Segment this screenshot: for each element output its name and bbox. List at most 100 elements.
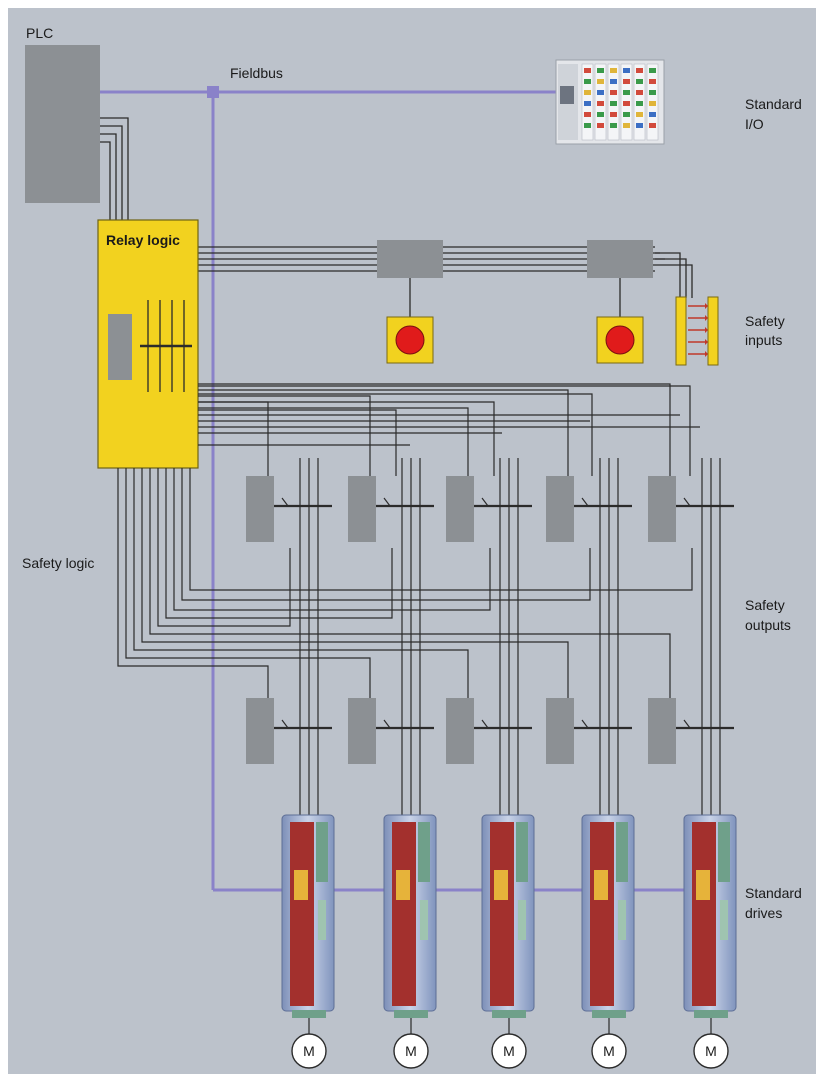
drive-connector bbox=[318, 900, 326, 940]
standard-io-label-line2: I/O bbox=[745, 116, 764, 132]
motor-icon: M bbox=[394, 1034, 428, 1068]
plc-label: PLC bbox=[26, 25, 53, 41]
drive-connector bbox=[420, 900, 428, 940]
standard-io-label-line1: Standard bbox=[745, 96, 802, 112]
safety-input-relay-1 bbox=[377, 240, 443, 278]
io-terminal-led bbox=[623, 123, 630, 128]
contactor-coil bbox=[348, 476, 376, 542]
io-terminal-led bbox=[649, 68, 656, 73]
drive-unit bbox=[582, 815, 634, 1034]
relay-logic-coil bbox=[108, 314, 132, 380]
drive-connector bbox=[720, 900, 728, 940]
drive-terminal-strip bbox=[516, 822, 528, 882]
drive-unit bbox=[282, 815, 334, 1034]
drive-unit bbox=[684, 815, 736, 1034]
io-terminal-led bbox=[649, 123, 656, 128]
drive-connector bbox=[518, 900, 526, 940]
drive-terminal-strip bbox=[316, 822, 328, 882]
io-terminal-led bbox=[610, 123, 617, 128]
io-terminal-led bbox=[636, 112, 643, 117]
io-terminal-led bbox=[584, 101, 591, 106]
drive-front-panel bbox=[290, 822, 314, 1006]
io-terminal-led bbox=[623, 112, 630, 117]
drive-terminal-strip bbox=[616, 822, 628, 882]
drive-unit bbox=[482, 815, 534, 1034]
motor-icon: M bbox=[292, 1034, 326, 1068]
io-terminal-led bbox=[636, 90, 643, 95]
safety-inputs-label-line2: inputs bbox=[745, 332, 782, 348]
io-terminal-led bbox=[636, 101, 643, 106]
contactor-coil bbox=[546, 476, 574, 542]
io-terminal-led bbox=[597, 79, 604, 84]
drive-output-terminal bbox=[394, 1010, 428, 1018]
safety-inputs-label-line1: Safety bbox=[745, 313, 785, 329]
io-terminal-led bbox=[623, 90, 630, 95]
io-terminal-led bbox=[623, 68, 630, 73]
drive-display bbox=[494, 870, 508, 900]
emergency-stop-icon bbox=[606, 326, 634, 354]
motor-icon: M bbox=[694, 1034, 728, 1068]
contactor-coil bbox=[648, 698, 676, 764]
contactor-coil bbox=[348, 698, 376, 764]
io-terminal-led bbox=[610, 90, 617, 95]
relay-logic-label: Relay logic bbox=[106, 232, 180, 248]
emergency-stop-1 bbox=[387, 317, 433, 363]
io-terminal-led bbox=[610, 79, 617, 84]
io-terminal-led bbox=[636, 79, 643, 84]
motor-label: M bbox=[603, 1043, 615, 1059]
io-terminal-led bbox=[636, 123, 643, 128]
contactor-coil bbox=[446, 476, 474, 542]
motor-label: M bbox=[705, 1043, 717, 1059]
drive-output-terminal bbox=[592, 1010, 626, 1018]
io-terminal-led bbox=[584, 90, 591, 95]
io-terminal-led bbox=[610, 101, 617, 106]
drive-front-panel bbox=[590, 822, 614, 1006]
motor-icon: M bbox=[492, 1034, 526, 1068]
standard-drives-label-line1: Standard bbox=[745, 885, 802, 901]
standard-io-module bbox=[556, 60, 664, 144]
drive-front-panel bbox=[692, 822, 716, 1006]
io-terminal-led bbox=[584, 112, 591, 117]
motor-label: M bbox=[303, 1043, 315, 1059]
drive-front-panel bbox=[490, 822, 514, 1006]
drive-front-panel bbox=[392, 822, 416, 1006]
io-terminal-led bbox=[597, 123, 604, 128]
drive-display bbox=[294, 870, 308, 900]
safety-outputs-label-line1: Safety bbox=[745, 597, 785, 613]
drive-terminal-strip bbox=[718, 822, 730, 882]
io-terminal-led bbox=[649, 90, 656, 95]
io-module-icon bbox=[560, 86, 574, 104]
io-terminal-led bbox=[623, 79, 630, 84]
emergency-stop-2 bbox=[597, 317, 643, 363]
drive-display bbox=[594, 870, 608, 900]
emergency-stop-icon bbox=[396, 326, 424, 354]
drive-unit bbox=[384, 815, 436, 1034]
safety-logic-label: Safety logic bbox=[22, 555, 94, 571]
io-terminal-led bbox=[636, 68, 643, 73]
io-terminal-led bbox=[649, 112, 656, 117]
io-terminal-led bbox=[597, 112, 604, 117]
drive-connector bbox=[618, 900, 626, 940]
drive-output-terminal bbox=[492, 1010, 526, 1018]
contactor-coil bbox=[648, 476, 676, 542]
standard-drives-label-line2: drives bbox=[745, 905, 782, 921]
contactor-coil bbox=[246, 698, 274, 764]
motor-label: M bbox=[503, 1043, 515, 1059]
contactor-coil bbox=[246, 476, 274, 542]
io-terminal-led bbox=[597, 90, 604, 95]
contactor-coil bbox=[546, 698, 574, 764]
motor-icon: M bbox=[592, 1034, 626, 1068]
io-terminal-led bbox=[649, 101, 656, 106]
contactor-coil bbox=[446, 698, 474, 764]
drive-display bbox=[396, 870, 410, 900]
plc-block bbox=[25, 45, 100, 203]
io-terminal-led bbox=[623, 101, 630, 106]
motor-label: M bbox=[405, 1043, 417, 1059]
io-terminal-led bbox=[597, 101, 604, 106]
io-terminal-led bbox=[610, 68, 617, 73]
safety-outputs-label-line2: outputs bbox=[745, 617, 791, 633]
io-terminal-led bbox=[584, 68, 591, 73]
safety-input-relay-2 bbox=[587, 240, 653, 278]
fieldbus-label: Fieldbus bbox=[230, 65, 283, 81]
